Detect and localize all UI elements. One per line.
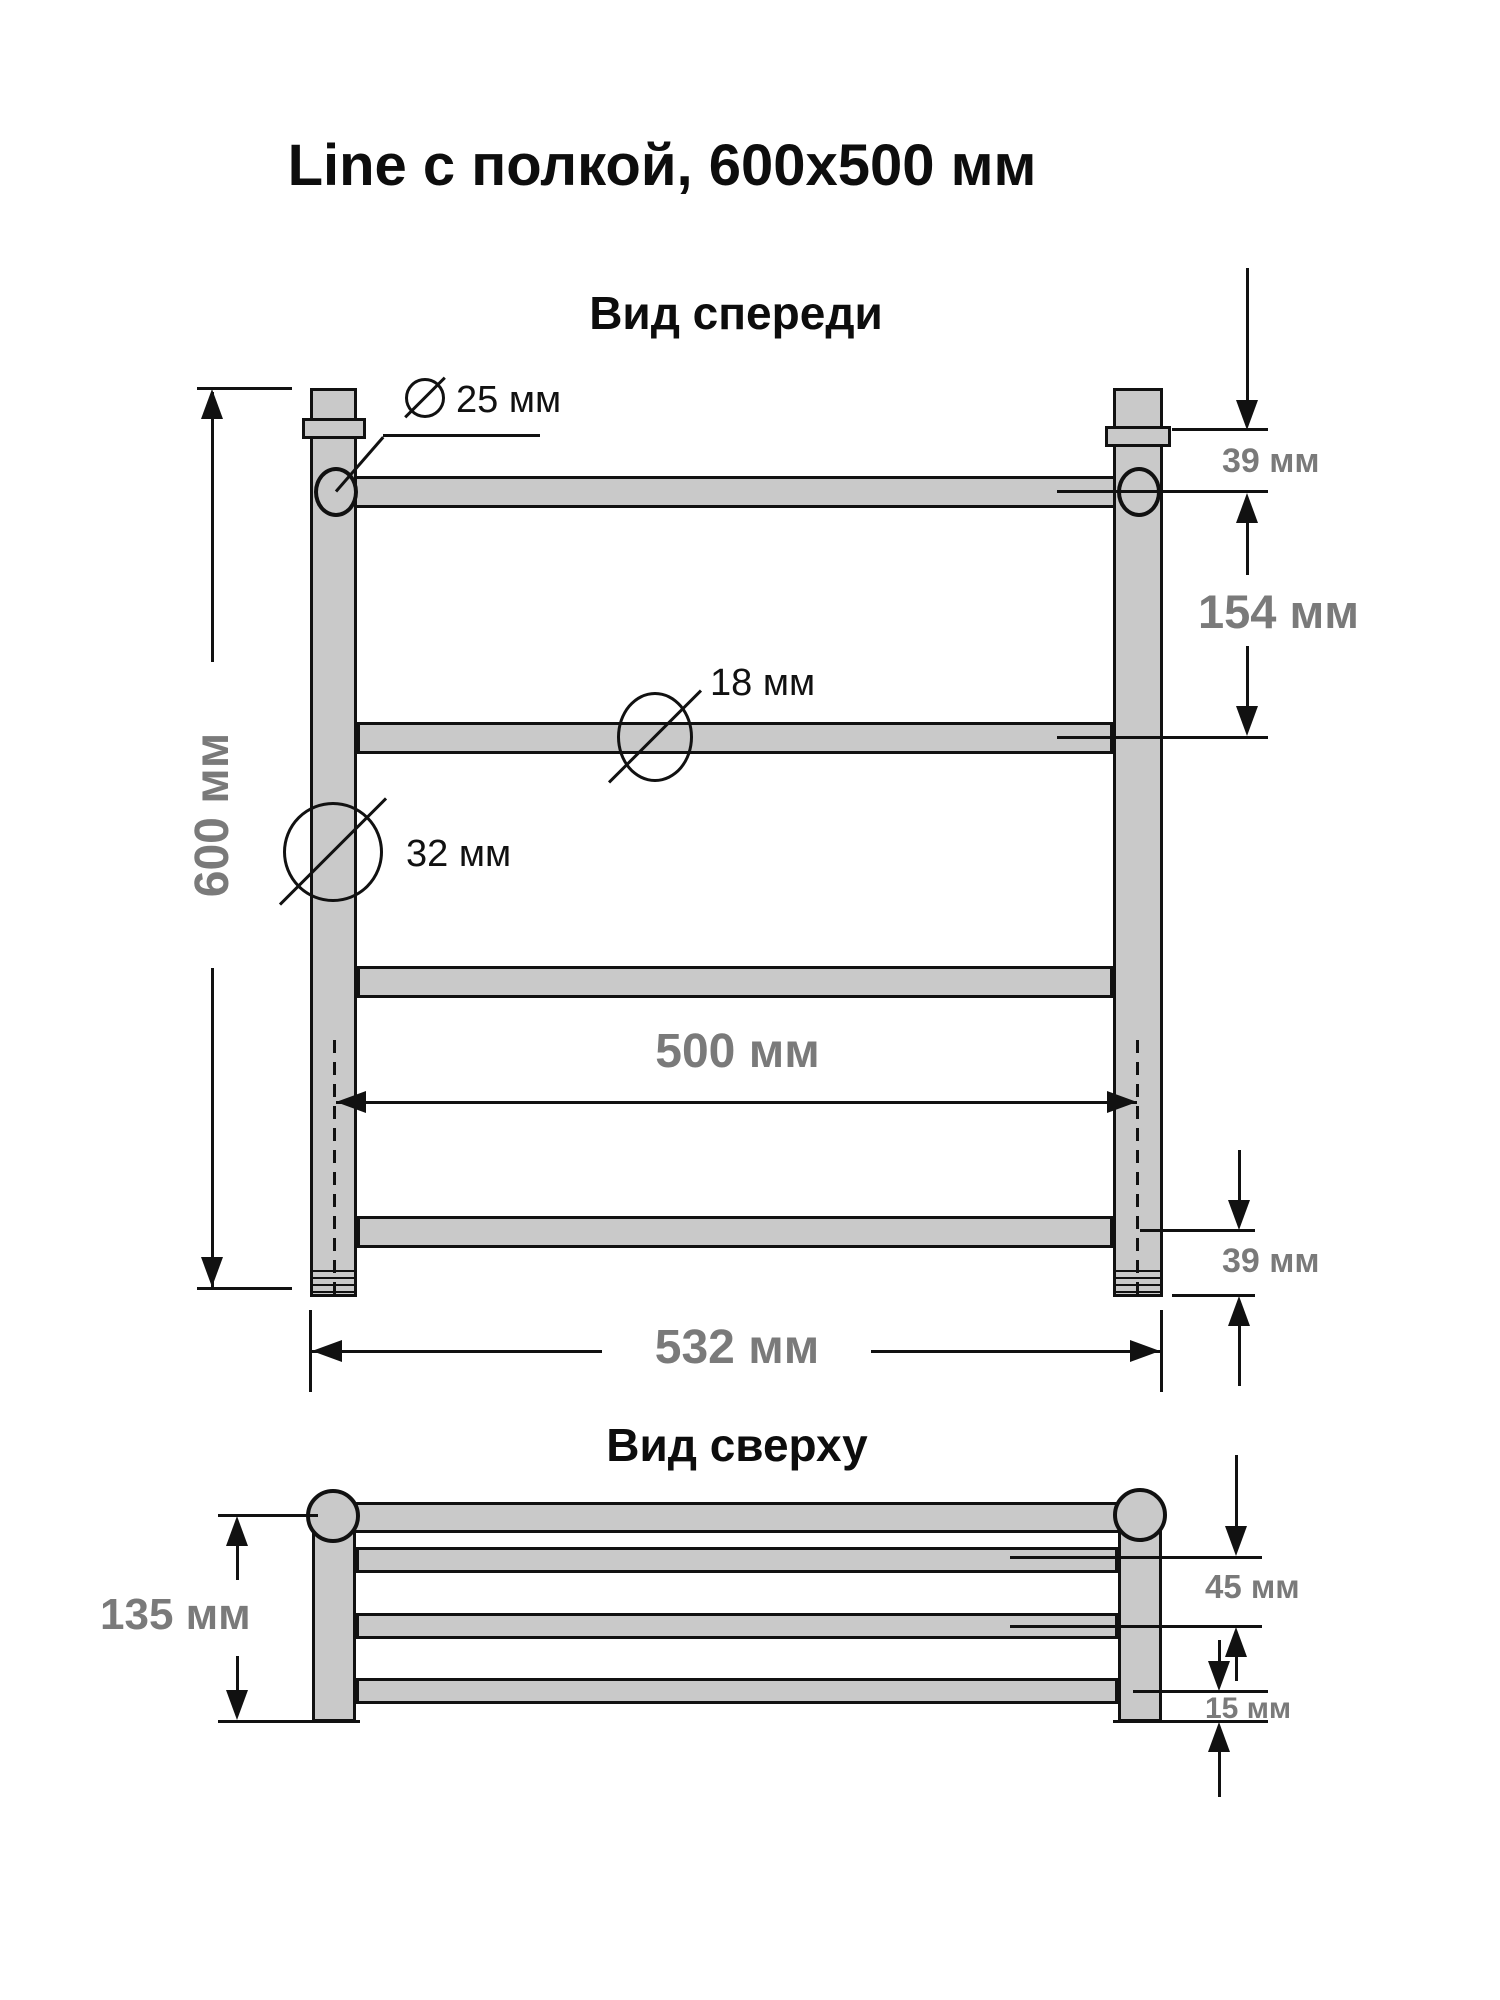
arrow-left-icon <box>312 1340 342 1362</box>
top-shelf-bar-3 <box>356 1678 1118 1704</box>
dim-line <box>1235 1655 1238 1681</box>
dim-tick <box>1172 1294 1255 1297</box>
arrow-up-icon <box>1225 1627 1247 1657</box>
center-line <box>1136 1040 1139 1296</box>
callout-post-label: 32 мм <box>406 833 512 875</box>
dim-tick <box>218 1514 318 1517</box>
dim-line <box>236 1544 239 1580</box>
front-view-title: Вид спереди <box>589 287 883 339</box>
dim-line <box>236 1656 239 1692</box>
dim-line <box>1218 1640 1221 1664</box>
front-right-collar <box>1105 426 1171 447</box>
dim-width-outer-label: 532 мм <box>654 1321 820 1374</box>
diameter-mark-icon <box>617 692 693 782</box>
page-title: Line с полкой, 600x500 мм <box>287 133 1037 198</box>
dim-line <box>211 392 214 662</box>
callout-shelf-rail-label: 18 мм <box>710 662 816 704</box>
foot-line <box>218 1720 360 1723</box>
dim-line <box>1238 1324 1241 1386</box>
dim-top-offset-label: 39 мм <box>1222 442 1320 480</box>
dim-line <box>1246 268 1249 401</box>
dim-rail-spacing-label: 154 мм <box>1198 585 1360 638</box>
center-line <box>333 1040 336 1296</box>
callout-top-rail-label: 25 мм <box>456 379 562 421</box>
arrow-down-icon <box>226 1690 248 1720</box>
dim-height-label: 600 мм <box>186 732 239 898</box>
arrow-left-icon <box>336 1091 366 1113</box>
dim-line <box>1238 1150 1241 1205</box>
dim-bottom-offset-label: 39 мм <box>1222 1242 1320 1280</box>
dim-tick <box>1057 490 1268 493</box>
top-right-post <box>1118 1516 1162 1722</box>
top-shelf-bar-2 <box>356 1613 1118 1639</box>
dim-edge-offset-label: 15 мм <box>1205 1692 1292 1725</box>
top-right-corner-circle <box>1113 1488 1167 1542</box>
dim-tick <box>1133 1690 1268 1693</box>
dim-line <box>1218 1750 1221 1797</box>
diameter-mark-icon <box>283 802 383 902</box>
top-shelf-bar-1 <box>356 1547 1118 1573</box>
dim-line <box>871 1350 1160 1353</box>
arrow-down-icon <box>1225 1526 1247 1556</box>
front-rail-3 <box>357 966 1113 998</box>
dim-tick <box>1057 736 1268 739</box>
front-top-rail <box>335 476 1140 508</box>
arrow-right-icon <box>1107 1091 1137 1113</box>
dim-line <box>336 1101 1137 1104</box>
top-left-post <box>312 1516 356 1722</box>
dim-line <box>312 1350 602 1353</box>
dim-tick <box>197 387 292 390</box>
front-left-collar <box>302 418 366 439</box>
arrow-down-icon <box>1228 1200 1250 1230</box>
arrow-up-icon <box>1208 1722 1230 1752</box>
leader-line-icon <box>383 434 540 437</box>
arrow-down-icon <box>1208 1661 1230 1691</box>
diameter-icon <box>405 378 445 418</box>
extension-line <box>1160 1310 1163 1392</box>
top-main-rail <box>333 1502 1140 1533</box>
arrow-right-icon <box>1130 1340 1160 1362</box>
extension-line <box>309 1310 312 1392</box>
top-view-title: Вид сверху <box>606 1419 868 1471</box>
dim-tick <box>1172 428 1268 431</box>
dim-line <box>1246 521 1249 575</box>
foot-line <box>1113 1720 1268 1723</box>
dim-tick <box>1010 1556 1262 1559</box>
dim-line <box>1235 1455 1238 1529</box>
front-rail-2 <box>357 722 1113 754</box>
front-rail-4 <box>357 1216 1113 1248</box>
arrow-down-icon <box>1236 706 1258 736</box>
dim-tick <box>1140 1229 1255 1232</box>
arrow-up-icon <box>226 1516 248 1546</box>
dim-depth-label: 135 мм <box>100 1590 251 1639</box>
dim-shelf-gap-label: 45 мм <box>1205 1568 1300 1605</box>
arrow-down-icon <box>201 1257 223 1287</box>
dim-tick <box>197 1287 292 1290</box>
dim-line <box>1246 646 1249 708</box>
arrow-up-icon <box>1236 493 1258 523</box>
arrow-down-icon <box>1236 400 1258 430</box>
dim-width-centers-label: 500 мм <box>655 1025 820 1078</box>
arrow-up-icon <box>1228 1296 1250 1326</box>
dim-tick <box>1010 1625 1262 1628</box>
dim-line <box>211 968 214 1287</box>
